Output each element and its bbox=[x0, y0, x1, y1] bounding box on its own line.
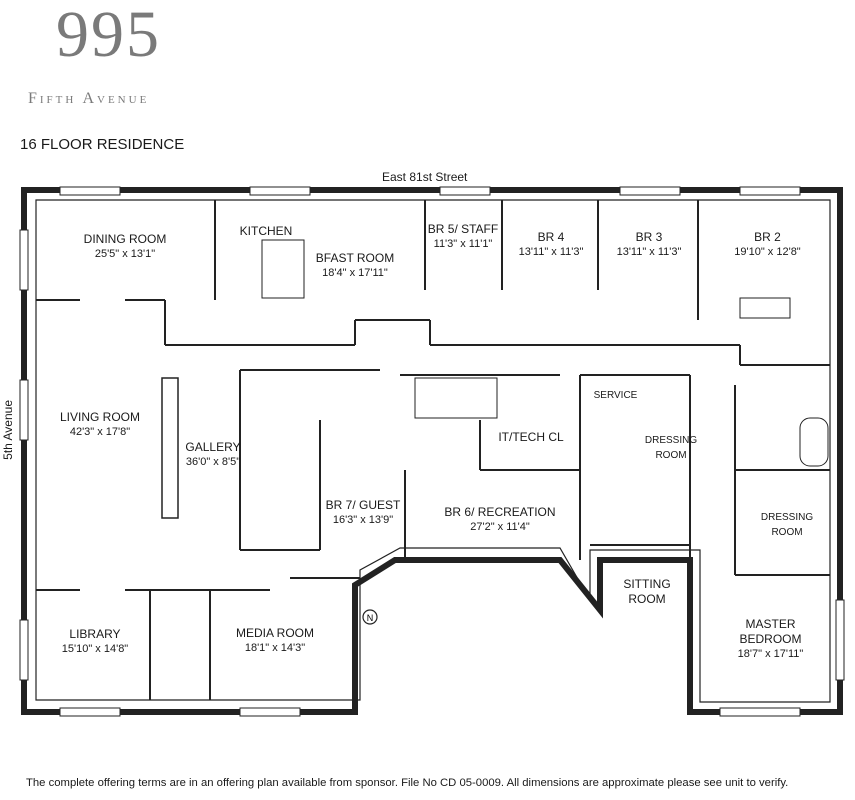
window bbox=[239, 707, 301, 717]
bathtub bbox=[799, 417, 829, 467]
window bbox=[739, 186, 801, 196]
floor-title: 16 FLOOR RESIDENCE bbox=[20, 136, 185, 153]
gallery-screen bbox=[161, 377, 179, 519]
inner-wall bbox=[35, 199, 831, 703]
window bbox=[59, 707, 121, 717]
window bbox=[719, 707, 801, 717]
room-ittech: IT/TECH CL bbox=[498, 430, 564, 444]
logo-number: 995 bbox=[56, 0, 161, 71]
street-label-north: East 81st Street bbox=[382, 170, 468, 184]
room-dressing-2: DRESSING ROOM bbox=[760, 512, 814, 538]
window bbox=[19, 379, 29, 441]
window bbox=[619, 186, 681, 196]
room-sitting: SITTING ROOM bbox=[623, 577, 671, 606]
window bbox=[439, 186, 491, 196]
compass-icon bbox=[362, 609, 378, 625]
window bbox=[835, 599, 845, 681]
stair bbox=[414, 377, 498, 419]
outer-wall bbox=[21, 187, 843, 715]
window bbox=[249, 186, 311, 196]
window bbox=[19, 229, 29, 291]
footer-disclaimer: The complete offering terms are in an of… bbox=[26, 777, 789, 789]
window bbox=[59, 186, 121, 196]
bathtub bbox=[739, 297, 791, 319]
compass-label: N bbox=[367, 613, 374, 623]
room-dressing-1: DRESSING ROOM bbox=[644, 435, 698, 461]
window bbox=[19, 619, 29, 681]
room-service: SERVICE bbox=[593, 390, 638, 401]
room-kitchen: KITCHEN bbox=[239, 224, 293, 238]
kitchen-island bbox=[261, 239, 305, 299]
logo-subtitle: Fifth Avenue bbox=[28, 90, 150, 107]
